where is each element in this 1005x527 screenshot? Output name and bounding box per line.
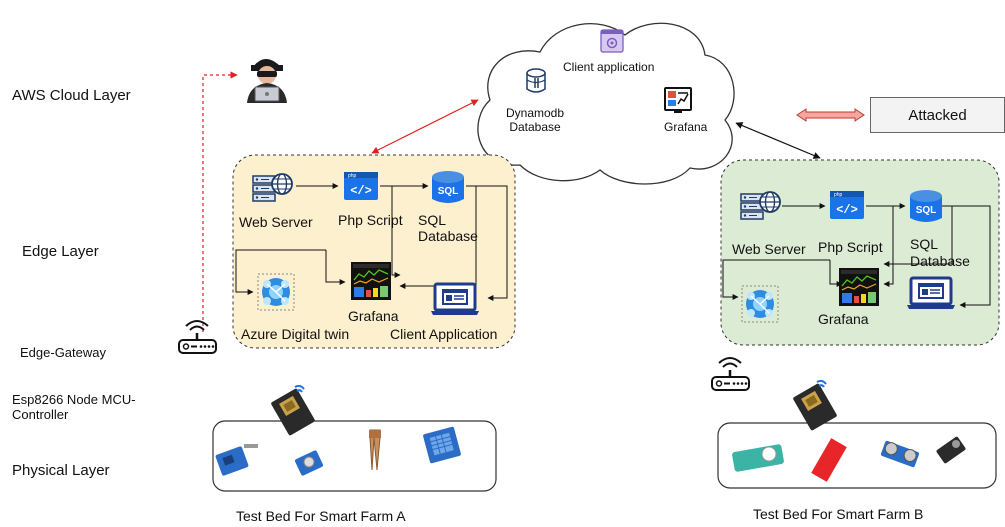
edge-a-cloud-link — [371, 99, 479, 154]
sensor-module-icon — [936, 436, 966, 464]
php-script-icon-a — [344, 172, 378, 200]
controller-layer-label: Esp8266 Node MCU- Controller — [12, 392, 136, 422]
grafana-label-a: Grafana — [348, 308, 399, 324]
sensor-module-icon — [423, 426, 461, 464]
sql-database-label-a: SQL Database — [418, 212, 478, 244]
attacked-label-box: Attacked — [870, 97, 1005, 133]
cloud-client-application-label: Client application — [563, 60, 655, 74]
sensor-module-icon — [811, 438, 847, 482]
dynamodb-label: Dynamodb Database — [505, 106, 565, 134]
edge-layer-label: Edge Layer — [22, 243, 99, 260]
client-laptop-icon-a — [429, 282, 481, 317]
sensor-module-icon — [215, 444, 258, 476]
sensor-module-icon — [294, 450, 324, 476]
grafana-cloud-icon — [664, 87, 692, 113]
test-bed-b-title: Test Bed For Smart Farm B — [753, 506, 924, 522]
dynamodb-icon — [526, 68, 546, 93]
aws-cloud-layer-label: AWS Cloud Layer — [12, 87, 131, 104]
sql-database-icon-a — [432, 171, 464, 203]
physical-layer-label: Physical Layer — [12, 462, 110, 479]
client-application-label-a: Client Application — [390, 326, 498, 342]
sql-database-icon-b — [910, 190, 942, 222]
physical-box-farm-b — [717, 422, 997, 489]
grafana-dashboard-icon-a — [350, 261, 392, 301]
edge-gateway-label: Edge-Gateway — [20, 345, 106, 360]
php-script-icon-b — [830, 191, 864, 219]
client-application-cloud-icon — [600, 29, 624, 53]
client-laptop-icon-b — [905, 276, 957, 311]
sensor-module-icon — [732, 444, 784, 472]
grafana-label-b: Grafana — [818, 311, 869, 327]
sql-database-label-b: SQL Database — [910, 236, 970, 269]
aws-cloud-shape — [477, 22, 735, 185]
hacker-icon — [247, 59, 287, 103]
php-script-label-a: Php Script — [338, 212, 403, 228]
cloud-grafana-label: Grafana — [664, 120, 708, 134]
test-bed-a-title: Test Bed For Smart Farm A — [236, 508, 406, 524]
router-icon-b — [710, 356, 751, 392]
azure-digital-twin-label: Azure Digital twin — [241, 326, 350, 342]
cloud-edge-b-link — [735, 122, 821, 159]
attack-path — [202, 71, 238, 332]
sensor-module-icon — [369, 429, 381, 471]
php-script-label-b: Php Script — [818, 239, 883, 255]
web-server-label-b: Web Server — [732, 241, 806, 257]
sensor-module-icon — [880, 440, 920, 468]
router-icon-a — [177, 319, 218, 355]
attacked-arrow — [796, 108, 865, 122]
grafana-dashboard-icon-b — [838, 267, 880, 307]
web-server-label-a: Web Server — [239, 214, 313, 230]
